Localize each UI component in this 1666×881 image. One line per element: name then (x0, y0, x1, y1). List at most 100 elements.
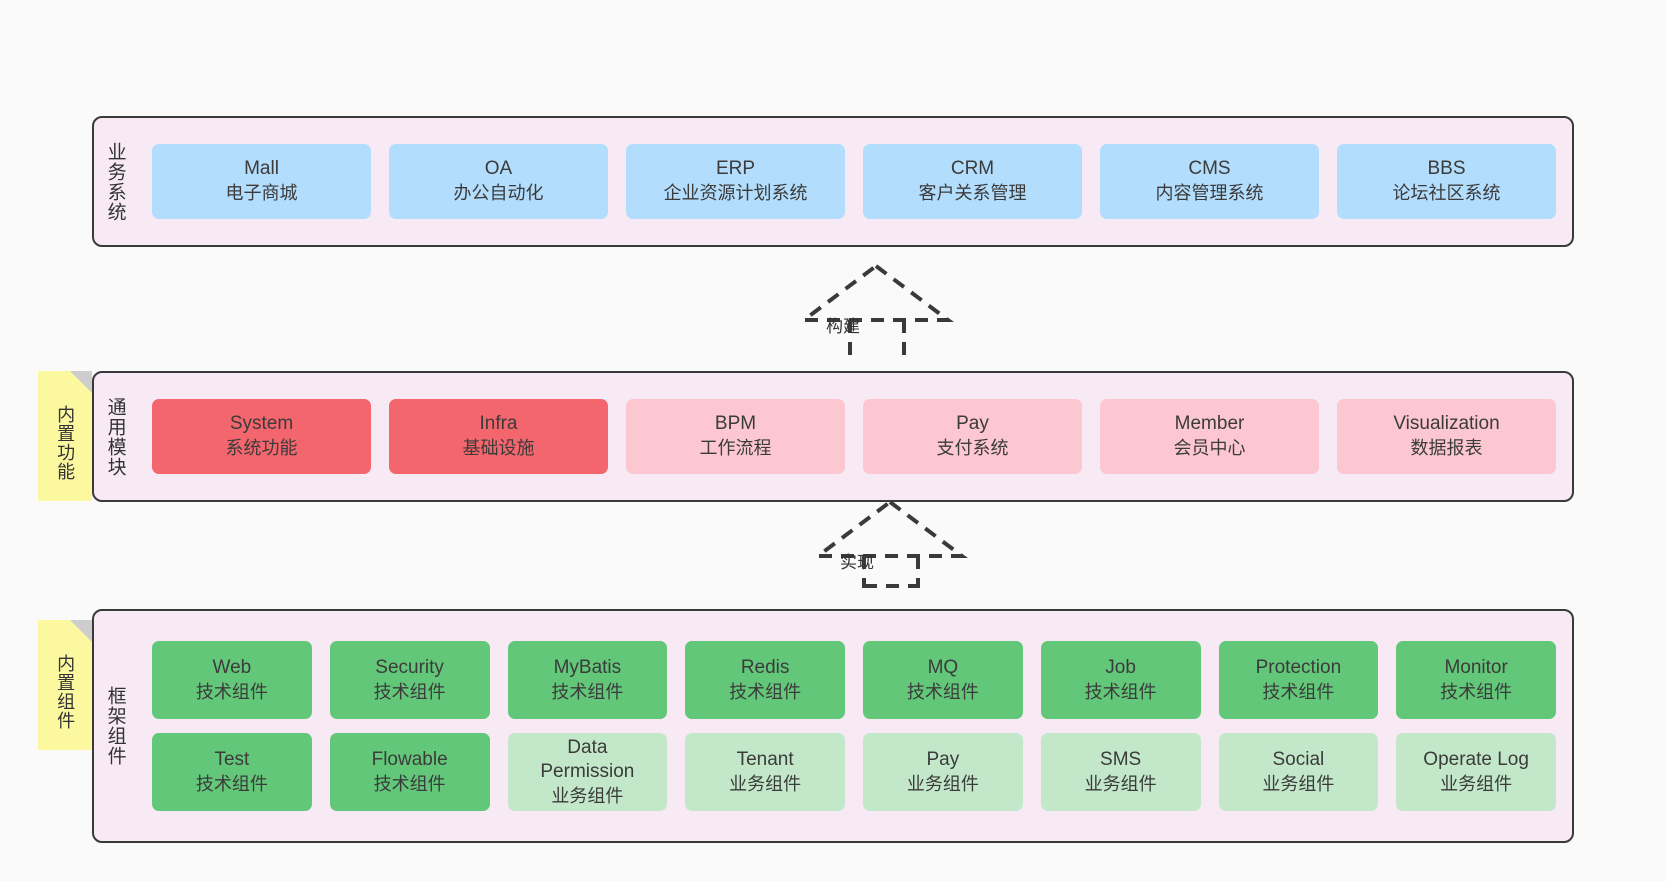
card-title-en: Visualization (1393, 413, 1500, 435)
card-title-en: Operate Log (1423, 748, 1529, 770)
card-title-en: BBS (1427, 158, 1466, 180)
card-pay-component[interactable]: Pay 业务组件 (863, 733, 1023, 811)
card-title-en: ERP (715, 158, 756, 180)
card-title-cn: 技术组件 (1440, 681, 1513, 702)
layer-business-system: 业务系统 Mall 电子商城 OA 办公自动化 ERP 企业资源计划系统 CRM… (92, 116, 1574, 247)
card-title-cn: 业务组件 (551, 786, 624, 806)
card-row: System 系统功能 Infra 基础设施 BPM 工作流程 Pay 支付系统… (152, 399, 1556, 474)
card-mq[interactable]: MQ 技术组件 (863, 641, 1023, 719)
card-row: Web 技术组件 Security 技术组件 MyBatis 技术组件 Redi… (152, 641, 1556, 719)
card-erp[interactable]: ERP 企业资源计划系统 (626, 144, 845, 219)
card-bpm[interactable]: BPM 工作流程 (626, 399, 845, 474)
card-title-cn: 数据报表 (1410, 438, 1483, 459)
connector-build-arrow (798, 263, 954, 360)
card-title-cn: 基础设施 (462, 438, 535, 459)
card-bbs[interactable]: BBS 论坛社区系统 (1337, 144, 1556, 219)
card-pay-module[interactable]: Pay 支付系统 (863, 399, 1082, 474)
card-row: Mall 电子商城 OA 办公自动化 ERP 企业资源计划系统 CRM 客户关系… (152, 144, 1556, 219)
card-title-en: Web (212, 656, 252, 678)
layer-body-common-modules: System 系统功能 Infra 基础设施 BPM 工作流程 Pay 支付系统… (136, 373, 1572, 500)
card-title-en: CMS (1188, 158, 1231, 180)
card-title-cn: 技术组件 (906, 681, 979, 702)
card-mybatis[interactable]: MyBatis 技术组件 (507, 641, 668, 719)
card-title-en: CRM (950, 158, 995, 180)
layer-title-framework-components: 框架组件 (104, 686, 126, 766)
card-title-en: Tenant (736, 748, 794, 770)
card-mall[interactable]: Mall 电子商城 (152, 144, 371, 219)
note-builtin-features: 内置功能 (38, 371, 92, 501)
card-title-cn: 会员中心 (1173, 438, 1246, 459)
card-system[interactable]: System 系统功能 (152, 399, 371, 474)
connector-implement-stem-lines (862, 556, 920, 588)
card-title-en: Test (214, 748, 250, 770)
card-title-cn: 技术组件 (373, 681, 446, 702)
card-title-cn: 业务组件 (1440, 773, 1513, 794)
card-flowable[interactable]: Flowable 技术组件 (329, 733, 490, 811)
card-title-cn: 客户关系管理 (918, 183, 1027, 204)
card-title-en: Protection (1255, 656, 1342, 678)
card-operate-log[interactable]: Operate Log 业务组件 (1396, 733, 1556, 811)
card-title-en: Redis (740, 656, 790, 678)
note-label: 内置组件 (55, 654, 76, 730)
card-title-cn: 企业资源计划系统 (663, 183, 808, 204)
card-title-cn: 论坛社区系统 (1392, 183, 1501, 204)
card-title-en: OA (484, 158, 513, 180)
card-title-en: System (229, 413, 294, 435)
card-title-cn: 业务组件 (1084, 773, 1157, 794)
layer-body-business-system: Mall 电子商城 OA 办公自动化 ERP 企业资源计划系统 CRM 客户关系… (136, 118, 1572, 245)
card-tenant[interactable]: Tenant 业务组件 (685, 733, 845, 811)
note-fold-corner-icon (70, 371, 92, 393)
card-cms[interactable]: CMS 内容管理系统 (1100, 144, 1319, 219)
card-title-cn: 支付系统 (936, 438, 1009, 459)
layer-body-framework-components: Web 技术组件 Security 技术组件 MyBatis 技术组件 Redi… (136, 611, 1572, 841)
card-oa[interactable]: OA 办公自动化 (389, 144, 608, 219)
card-title-cn: 技术组件 (373, 773, 446, 794)
connector-implement-stem (814, 556, 964, 588)
card-title-en: Pay (926, 748, 960, 770)
card-title-cn: 业务组件 (1262, 773, 1335, 794)
note-label: 内置功能 (55, 405, 76, 481)
card-title-en: Job (1105, 656, 1136, 678)
card-title-en: Pay (956, 413, 989, 435)
card-title-cn: 办公自动化 (453, 183, 544, 204)
card-social[interactable]: Social 业务组件 (1218, 733, 1379, 811)
card-protection[interactable]: Protection 技术组件 (1218, 641, 1379, 719)
card-title-cn: 电子商城 (225, 183, 298, 204)
card-data-permission[interactable]: Data Permission 业务组件 (507, 733, 668, 811)
card-title-cn: 技术组件 (729, 681, 802, 702)
layer-title-common-modules: 通用模块 (104, 396, 126, 477)
card-title-en: MQ (927, 656, 959, 678)
card-title-en: Security (375, 656, 444, 678)
card-visualization[interactable]: Visualization 数据报表 (1337, 399, 1556, 474)
card-job[interactable]: Job 技术组件 (1040, 641, 1201, 719)
card-security[interactable]: Security 技术组件 (329, 641, 490, 719)
card-title-cn: 技术组件 (195, 681, 268, 702)
card-sms[interactable]: SMS 业务组件 (1040, 733, 1201, 811)
card-title-en: Monitor (1444, 656, 1508, 678)
card-title-cn: 工作流程 (699, 438, 772, 459)
card-title-en: Data Permission (540, 736, 635, 783)
card-redis[interactable]: Redis 技术组件 (685, 641, 845, 719)
card-title-en: BPM (714, 413, 757, 435)
card-test[interactable]: Test 技术组件 (152, 733, 312, 811)
card-title-en: Social (1272, 748, 1325, 770)
connector-build: 构建 (798, 262, 954, 360)
card-crm[interactable]: CRM 客户关系管理 (863, 144, 1082, 219)
card-infra[interactable]: Infra 基础设施 (389, 399, 608, 474)
card-web[interactable]: Web 技术组件 (152, 641, 312, 719)
connector-build-label: 构建 (826, 317, 860, 336)
card-row: Test 技术组件 Flowable 技术组件 Data Permission … (152, 733, 1556, 811)
note-fold-corner-icon (70, 620, 92, 642)
card-title-en: Mall (244, 158, 279, 180)
card-title-cn: 技术组件 (551, 681, 624, 702)
layer-framework-components: 框架组件 Web 技术组件 Security 技术组件 MyBatis 技术组件… (92, 609, 1574, 843)
card-title-en: SMS (1100, 748, 1142, 770)
layer-common-modules: 通用模块 System 系统功能 Infra 基础设施 BPM 工作流程 Pay… (92, 371, 1574, 502)
card-title-cn: 技术组件 (1262, 681, 1335, 702)
layer-title-business-system: 业务系统 (104, 141, 126, 222)
card-member[interactable]: Member 会员中心 (1100, 399, 1319, 474)
note-builtin-components: 内置组件 (38, 620, 92, 750)
card-title-cn: 内容管理系统 (1155, 183, 1264, 204)
card-monitor[interactable]: Monitor 技术组件 (1396, 641, 1556, 719)
